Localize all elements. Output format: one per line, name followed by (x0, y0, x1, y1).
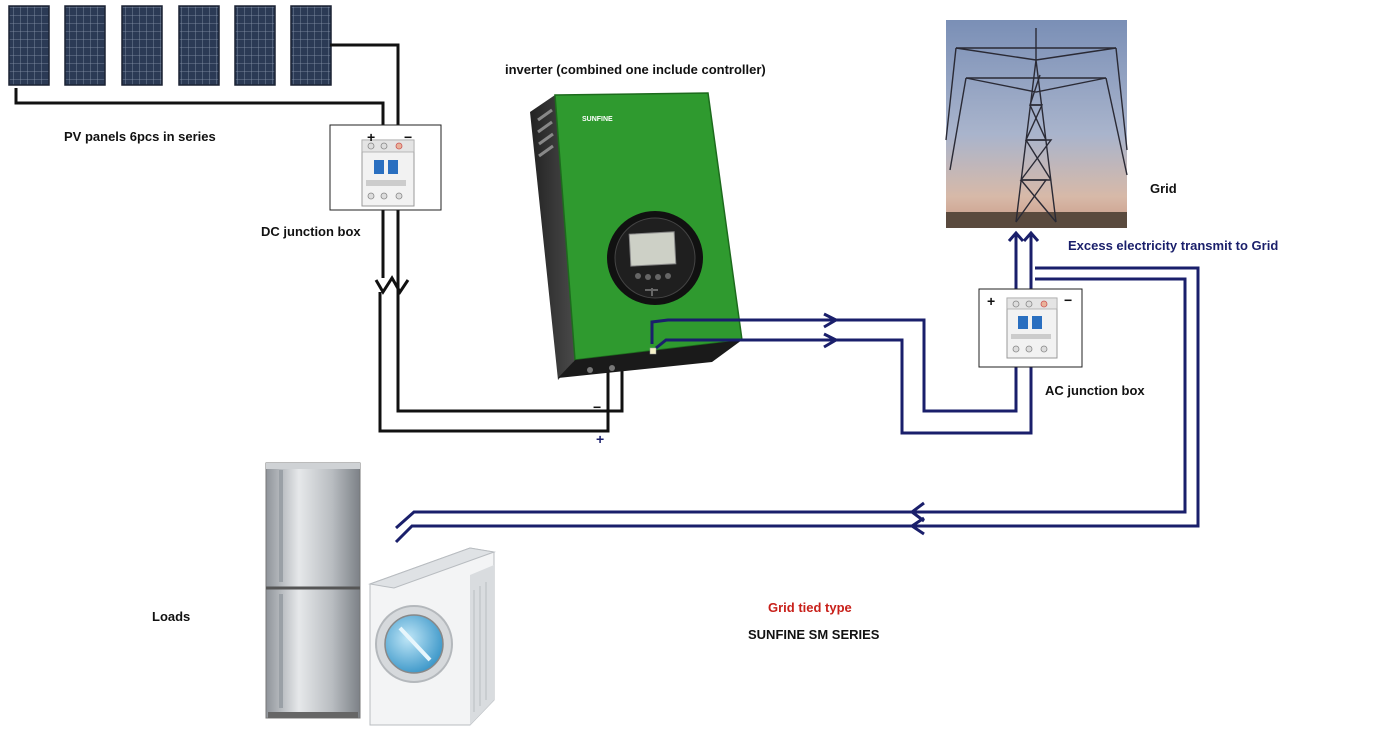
ac-junction-box (978, 288, 1083, 368)
refrigerator-icon (265, 462, 361, 719)
inverter-brand-label: SUNFINE (582, 116, 613, 123)
solar-panel-icon (8, 5, 50, 86)
transmission-tower-icon (945, 20, 1128, 228)
solar-panel-icon (64, 5, 106, 86)
inverter-minus: − (593, 399, 601, 415)
dc-junction-box-label: DC junction box (261, 224, 361, 239)
dc-junction-box (329, 124, 442, 211)
inverter-plus: + (596, 431, 604, 447)
inverter-icon (530, 92, 743, 380)
excess-electricity-label: Excess electricity transmit to Grid (1068, 238, 1279, 253)
solar-panel-icon (121, 5, 163, 86)
loads-label: Loads (152, 609, 191, 624)
grid-label: Grid (1150, 181, 1177, 196)
pv-panels-label: PV panels 6pcs in series (64, 129, 216, 144)
inverter-title-label: inverter (combined one include controlle… (505, 62, 766, 77)
terminal-marks: + − + − − + (367, 129, 1072, 447)
breaker-icon (361, 139, 415, 207)
solar-panel-icon (234, 5, 276, 86)
series-label: SUNFINE SM SERIES (748, 627, 880, 642)
dc-box-plus: + (367, 129, 375, 145)
ac-junction-box-label: AC junction box (1045, 383, 1145, 398)
breaker-icon (1006, 297, 1058, 359)
solar-panel-icon (290, 5, 332, 86)
ac-box-minus: − (1064, 292, 1072, 308)
dc-box-minus: − (404, 129, 412, 145)
ac-wiring (394, 230, 1200, 544)
washing-machine-icon (368, 547, 496, 726)
grid-tied-type-label: Grid tied type (768, 600, 852, 615)
solar-panel-icon (178, 5, 220, 86)
pv-panel-array (8, 5, 332, 86)
ac-box-plus: + (987, 293, 995, 309)
